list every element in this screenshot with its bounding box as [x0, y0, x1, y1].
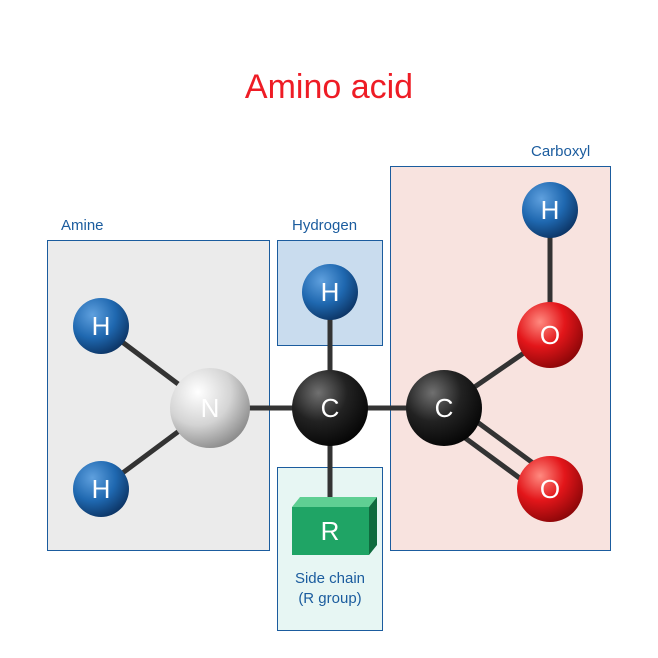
r-group-block: R	[292, 497, 377, 555]
bonds	[98, 207, 559, 528]
atom-nitrogen: N	[170, 368, 250, 448]
r-group-atom-label: R	[321, 516, 340, 546]
diagram-title: Amino acid	[244, 68, 414, 106]
atom-o-double: O	[517, 456, 583, 522]
atom-h-amine-bottom: H	[73, 461, 129, 517]
side-chain-label: Side chain	[294, 570, 366, 587]
atom-o-hydroxyl-label: O	[540, 320, 560, 350]
hydrogen-label: Hydrogen	[292, 217, 358, 234]
atom-nitrogen-label: N	[201, 393, 220, 423]
atom-c-carboxyl: C	[406, 370, 482, 446]
atom-h-amine-bottom-label: H	[92, 474, 111, 504]
atom-h-alpha-label: H	[321, 277, 340, 307]
r-group-label: (R group)	[298, 590, 362, 607]
atom-h-hydroxyl-label: H	[541, 195, 560, 225]
atom-h-hydroxyl: H	[522, 182, 578, 238]
atom-o-hydroxyl: O	[517, 302, 583, 368]
atom-c-carboxyl-label: C	[435, 393, 454, 423]
atom-h-alpha: H	[302, 264, 358, 320]
atom-c-alpha: C	[292, 370, 368, 446]
side-chain-caption: Side chain (R group)	[277, 569, 383, 609]
carboxyl-label: Carboxyl	[531, 143, 591, 160]
atom-h-amine-top: H	[73, 298, 129, 354]
atom-h-amine-top-label: H	[92, 311, 111, 341]
amine-label: Amine	[61, 217, 104, 234]
atom-o-double-label: O	[540, 474, 560, 504]
atom-c-alpha-label: C	[321, 393, 340, 423]
